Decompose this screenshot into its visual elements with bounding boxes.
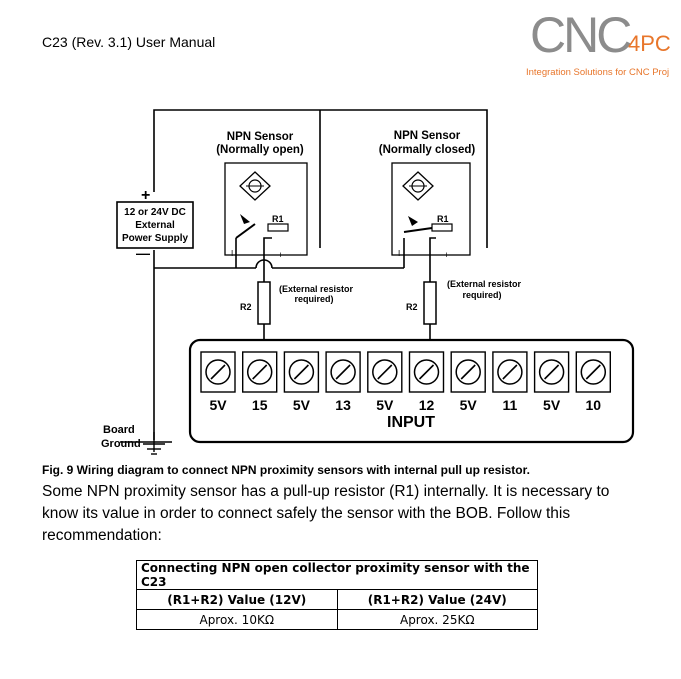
terminal-label: 11 [502,397,517,413]
power-supply-box [116,201,194,249]
sensor2-mode: (Normally closed) [379,144,476,156]
logo-tagline: Integration Solutions for CNC Proj [526,67,670,78]
r2-resistor-1 [257,281,271,325]
board-ground-label-2: Ground [101,438,141,450]
terminal-slot [575,351,611,393]
terminal-slot [533,351,570,393]
sensor1-mode: (Normally open) [216,144,304,156]
terminal-label: 13 [335,397,351,413]
terminal-label: 5V [543,397,561,413]
sensor2-title: NPN Sensor [394,130,461,142]
terminal-label: 12 [419,397,435,413]
power-supply-label-1: 12 or 24V DC [124,207,186,218]
terminal-label: 5V [376,397,394,413]
terminal-slot [325,351,361,393]
ext-resistor-note-2b: required) [462,290,501,300]
company-logo: CNC 4PC Integration Solutions for CNC Pr… [526,4,681,84]
sensor1-title: NPN Sensor [227,131,294,143]
terminal-slot [200,351,236,393]
terminal-slot [408,351,445,393]
table-value-12v: Aprox. 10KΩ [136,609,338,630]
power-supply-label-2: External [135,220,175,231]
table-title: Connecting NPN open collector proximity … [136,560,538,590]
body-paragraph: Some NPN proximity sensor has a pull-up … [42,483,610,544]
table-value-24v: Aprox. 25KΩ [336,609,538,630]
terminal-label: 5V [460,397,478,413]
table-header-12v: (R1+R2) Value (12V) [136,589,338,610]
terminal-label: 15 [252,397,268,413]
ext-resistor-note-2a: (External resistor [447,279,522,289]
r2-label-1: R2 [240,302,252,312]
terminal-slot [450,351,486,393]
logo-accent-text: 4PC [628,31,671,56]
r2-label-2: R2 [406,302,418,312]
sensor2-minus-small: I [398,249,400,258]
ext-resistor-note-1a: (External resistor [279,284,354,294]
sensor1-box [224,162,308,256]
wiring-diagram: + — 12 or 24V DC External Power Supply N… [101,109,635,455]
input-label: INPUT [387,414,435,431]
terminal-label: 10 [586,397,602,413]
resistor-value-table: Connecting NPN open collector proximity … [136,560,538,630]
terminal-label: 5V [293,397,311,413]
sensor1-plus-small: + [278,250,283,260]
document-header-title: C23 (Rev. 3.1) User Manual [42,34,216,50]
sensor2-box [391,162,471,256]
sensor1-r1-label: R1 [272,214,284,224]
ext-resistor-note-1b: required) [294,294,333,304]
sensor2-r1-label: R1 [437,214,449,224]
sensor1-minus-small: I [231,249,233,258]
logo-main-text: CNC [530,7,632,63]
board-ground-label-1: Board [103,424,135,436]
power-supply-label-3: Power Supply [122,233,189,244]
figure-caption: Fig. 9 Wiring diagram to connect NPN pro… [42,463,530,477]
table-header-24v: (R1+R2) Value (24V) [336,589,538,610]
terminal-label: 5V [209,397,227,413]
sensor2-plus-small: + [444,250,449,260]
terminal-slot [241,351,278,393]
terminal-slot [367,351,403,393]
power-supply-minus: — [136,245,150,261]
terminal-slot [283,351,320,393]
r2-resistor-2 [423,281,437,325]
terminal-slot [492,351,528,393]
power-supply-plus: + [141,187,150,204]
